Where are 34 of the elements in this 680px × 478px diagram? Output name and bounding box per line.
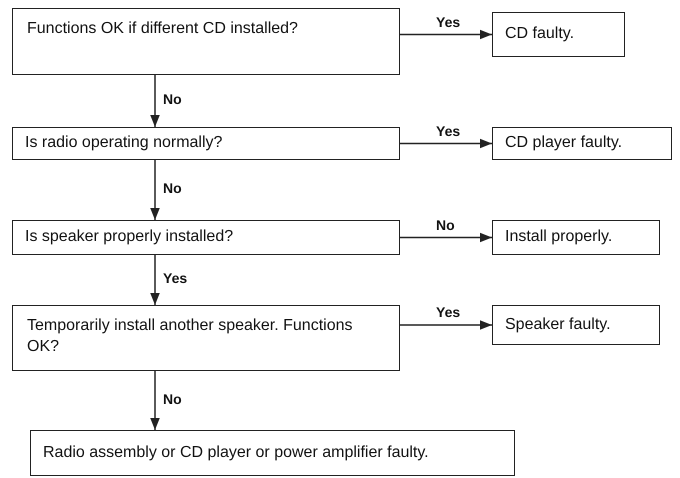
box-text: Functions OK if different CD installed? <box>27 19 298 39</box>
arrow <box>150 371 160 430</box>
edge-label: No <box>434 218 457 233</box>
arrow <box>400 232 492 242</box>
arrow <box>150 75 160 127</box>
decision-box <box>12 220 400 255</box>
decision-box <box>12 8 400 75</box>
box-text: Radio assembly or CD player or power amplifier faulty. <box>43 442 429 463</box>
arrow <box>150 160 160 220</box>
box-text: Speaker faulty. <box>505 314 611 335</box>
box-text: Install properly. <box>505 227 612 248</box>
arrow <box>400 138 492 148</box>
edge-label: No <box>161 92 184 108</box>
box-text: Temporarily install another speaker. Functions OK? <box>27 316 354 357</box>
decision-box <box>12 305 400 371</box>
result-box <box>492 127 672 160</box>
edge-label: Yes <box>161 271 190 286</box>
box-text: CD faulty. <box>505 24 574 44</box>
result-box <box>492 12 625 57</box>
edge-label: Yes <box>434 305 462 320</box>
result-box <box>492 305 660 345</box>
edge-label: No <box>161 392 184 407</box>
arrow <box>400 30 492 40</box>
arrow <box>400 320 492 330</box>
edge-label: Yes <box>434 124 462 139</box>
arrow <box>150 255 160 305</box>
decision-box <box>12 127 400 160</box>
box-text: Is radio operating normally? <box>25 133 222 154</box>
edge-label: Yes <box>434 14 462 30</box>
box-text: CD player faulty. <box>505 133 622 154</box>
edge-label: No <box>161 181 184 196</box>
box-text: Is speaker properly installed? <box>25 227 234 248</box>
result-box <box>30 430 515 476</box>
result-box <box>492 220 660 255</box>
